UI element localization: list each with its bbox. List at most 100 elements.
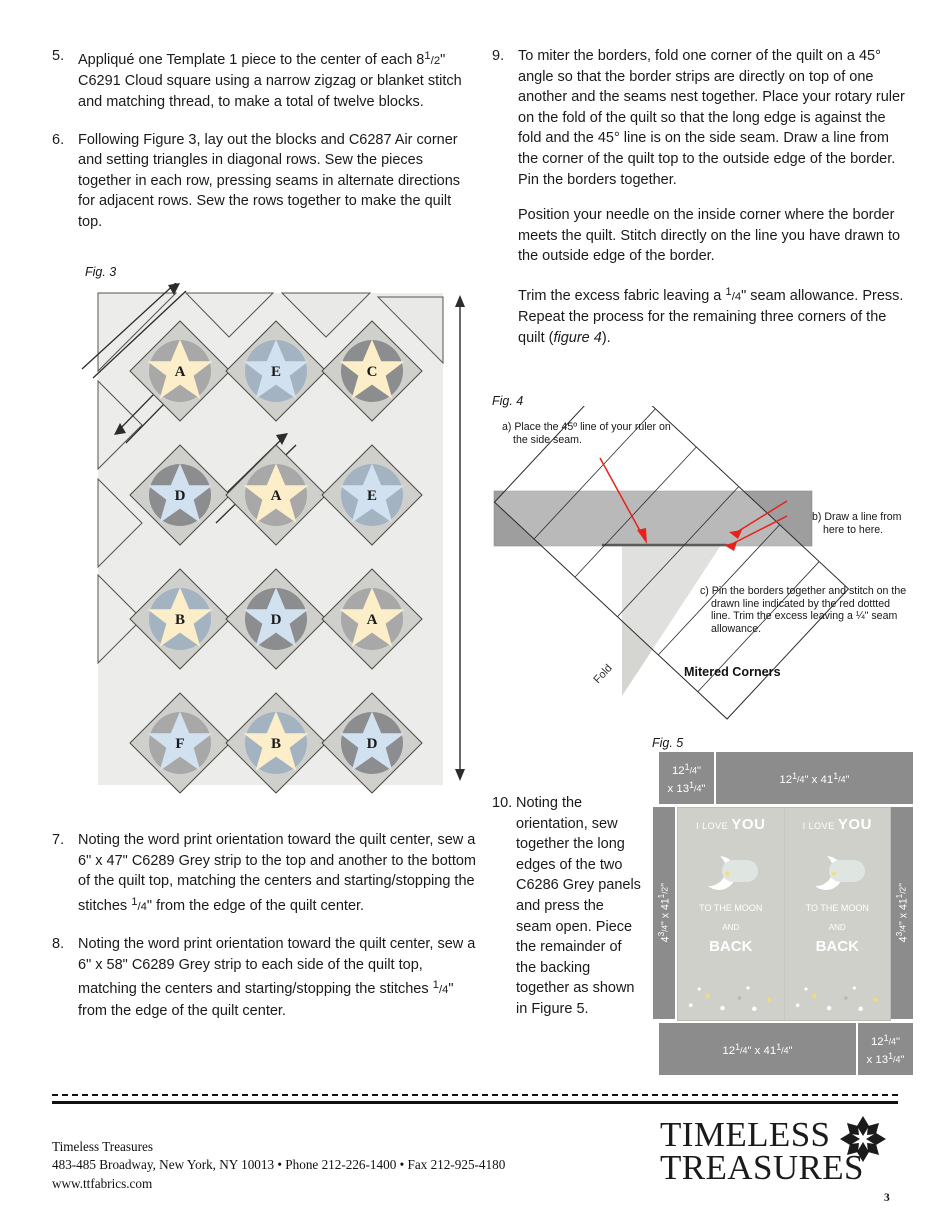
star-yellow-icon bbox=[830, 870, 838, 877]
quilt-block-b: B bbox=[225, 692, 327, 794]
quilt-block-d: D bbox=[225, 568, 327, 670]
figure-4-annotation-c: c) Pin the borders together and stitch o… bbox=[700, 585, 907, 635]
step-text: Noting the orientation, sew together the… bbox=[516, 795, 641, 1017]
left-column-bottom: 7. Noting the word print orientation tow… bbox=[52, 830, 477, 1038]
quilt-fold-triangle bbox=[622, 536, 727, 696]
step-9-para-2: Position your needle on the inside corne… bbox=[518, 207, 901, 265]
panel-text-to-the-moon: TO THE MOON bbox=[805, 903, 869, 913]
quilt-block-e: E bbox=[321, 444, 423, 546]
backing-top-left-label: 121/4"x 131/4" bbox=[667, 762, 706, 795]
arrowheads bbox=[114, 283, 288, 445]
annotation-arrows bbox=[599, 457, 788, 545]
step-text: Appliqué one Template 1 piece to the cen… bbox=[78, 46, 477, 113]
backing-bottom-left-block: 121/4" x 411/4" bbox=[659, 1023, 856, 1075]
block-label: B bbox=[271, 736, 281, 752]
block-label: B bbox=[175, 612, 185, 628]
instruction-step-5: 5. Appliqué one Template 1 piece to the … bbox=[52, 46, 477, 113]
backing-right-strip-label: 43/4" x 411/2" bbox=[894, 883, 910, 943]
panel-text-and: AND bbox=[828, 923, 846, 932]
panel-text-and: AND bbox=[722, 923, 740, 932]
panel-text-to-the-moon: TO THE MOON bbox=[699, 903, 763, 913]
moon-icon bbox=[799, 852, 833, 886]
block-label: C bbox=[367, 364, 378, 380]
block-label: D bbox=[271, 612, 282, 628]
quilt-block-a: A bbox=[129, 320, 231, 422]
arrow-heads-red bbox=[637, 528, 742, 551]
print-panel-left: I LOVE YOU TO THE MOON AND BACK bbox=[678, 808, 785, 1020]
page-number: 3 bbox=[884, 1192, 890, 1204]
quilt-block-e: E bbox=[225, 320, 327, 422]
panel-text-back: BACK bbox=[709, 938, 753, 955]
figure-5-caption: Fig. 5 bbox=[652, 736, 684, 750]
fraction-one-quarter: 1/4 bbox=[432, 979, 449, 997]
backing-left-strip: 43/4" x 411/2" bbox=[653, 807, 675, 1019]
instruction-step-7: 7. Noting the word print orientation tow… bbox=[52, 830, 477, 917]
figure-3-caption: Fig. 3 bbox=[85, 265, 117, 279]
print-panel-right: I LOVE YOU TO THE MOON AND BACK bbox=[784, 808, 890, 1020]
block-label: D bbox=[367, 736, 378, 752]
instruction-step-9: 9. To miter the borders, fold one corner… bbox=[492, 46, 912, 348]
starburst-icon bbox=[840, 1116, 886, 1162]
logo-line-2: TREASURES bbox=[660, 1148, 864, 1187]
block-label: F bbox=[175, 736, 184, 752]
step-text: To miter the borders, fold one corner of… bbox=[518, 46, 912, 348]
panel-text-back: BACK bbox=[815, 938, 859, 955]
left-column: 5. Appliqué one Template 1 piece to the … bbox=[52, 46, 477, 250]
backing-bottom-right-block: 121/4"x 131/4" bbox=[858, 1023, 913, 1075]
panel-text-i-love-you: I LOVE YOU bbox=[802, 816, 872, 833]
backing-top-right-block: 121/4" x 411/4" bbox=[716, 752, 913, 804]
backing-bottom-right-label: 121/4"x 131/4" bbox=[866, 1033, 905, 1066]
backing-left-strip-label: 43/4" x 411/2" bbox=[656, 883, 672, 943]
quilt-block-b: B bbox=[129, 568, 231, 670]
figure-4-annotation-a: a) Place the 45º line of your ruler on t… bbox=[502, 421, 671, 446]
backing-right-strip: 43/4" x 411/2" bbox=[891, 807, 913, 1019]
backing-top-right-label: 121/4" x 411/4" bbox=[779, 771, 850, 786]
footer-contact-info: Timeless Treasures 483-485 Broadway, New… bbox=[52, 1138, 505, 1193]
quilt-block-c: C bbox=[321, 320, 423, 422]
figure-4-caption: Fig. 4 bbox=[492, 394, 524, 408]
footer-company: Timeless Treasures bbox=[52, 1139, 153, 1154]
backing-bottom-left-label: 121/4" x 411/4" bbox=[722, 1042, 793, 1057]
logo-line-1: TIMELESS bbox=[660, 1115, 831, 1154]
step-number: 9. bbox=[492, 48, 505, 64]
step-number: 6. bbox=[52, 131, 65, 148]
step-number: 7. bbox=[52, 832, 65, 848]
block-label: A bbox=[271, 488, 282, 504]
quilt-block-d: D bbox=[129, 444, 231, 546]
footer-dashed-rule bbox=[52, 1094, 898, 1096]
setting-pieces bbox=[97, 292, 444, 665]
star-scatter bbox=[678, 980, 784, 1016]
right-column: 9. To miter the borders, fold one corner… bbox=[492, 46, 912, 365]
instruction-step-6: 6. Following Figure 3, lay out the block… bbox=[52, 130, 477, 233]
fold-label: Fold bbox=[591, 662, 614, 686]
backing-center-panels: I LOVE YOU TO THE MOON AND BACK I LOVE Y… bbox=[677, 807, 891, 1021]
quilt-block-d: D bbox=[321, 692, 423, 794]
rotary-ruler bbox=[493, 406, 850, 720]
step-9-para-3: Trim the excess fabric leaving a 1/4" se… bbox=[518, 282, 912, 349]
quilt-block-f: F bbox=[129, 692, 231, 794]
quilt-block-a: A bbox=[321, 568, 423, 670]
step-text: Noting the word print orientation toward… bbox=[78, 936, 476, 1019]
right-vertical-arrow bbox=[455, 295, 465, 781]
step-text: Following Figure 3, lay out the blocks a… bbox=[78, 131, 461, 230]
mitered-corners-title: Mitered Corners bbox=[684, 665, 781, 679]
step-number: 10. bbox=[492, 795, 513, 811]
figure-4-reference: figure 4 bbox=[553, 329, 602, 346]
figure-5-backing-layout: 121/4"x 131/4" 121/4" x 411/4" 43/4" x 4… bbox=[653, 752, 913, 1090]
block-label: E bbox=[367, 488, 377, 504]
step-text: Noting the word print orientation toward… bbox=[78, 830, 477, 917]
figure-4-annotation-b: b) Draw a line from here to here. bbox=[812, 511, 902, 536]
panel-text-i-love-you: I LOVE YOU bbox=[696, 816, 766, 833]
moon-icon bbox=[692, 852, 726, 886]
block-label: D bbox=[175, 488, 186, 504]
star-yellow-icon bbox=[724, 870, 731, 877]
fraction-one-quarter: 1/4 bbox=[725, 285, 742, 303]
footer-address: 483-485 Broadway, New York, NY 10013 • P… bbox=[52, 1157, 506, 1173]
block-label: A bbox=[367, 612, 378, 628]
footer-website[interactable]: www.ttfabrics.com bbox=[52, 1175, 153, 1191]
cloud-icon bbox=[828, 860, 865, 882]
fraction-one-half: 1/2 bbox=[424, 50, 441, 67]
